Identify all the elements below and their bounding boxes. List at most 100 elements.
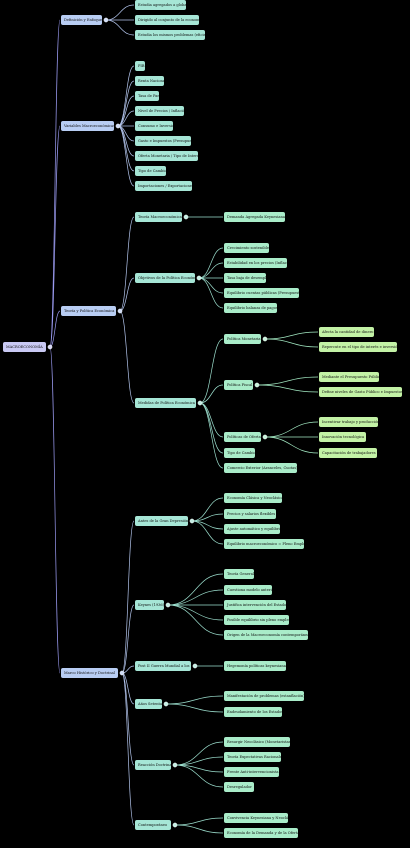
node-justifica-intervencion-del-estado[interactable]: Justifica intervención del Estado	[224, 600, 286, 610]
root-node-macroeconomia[interactable]: MACROECONOMÍA	[3, 342, 46, 352]
node-estudia-agregados-a-global[interactable]: Estudia agregados a global	[135, 0, 186, 10]
node-gasto-e-impuestos-presupuesto[interactable]: Gasto e Impuestos (Presupuesto)	[135, 136, 191, 146]
node-crecimiento-sostenible[interactable]: Crecimiento sostenible	[224, 243, 269, 253]
collapse-toggle-icon	[192, 663, 198, 669]
connector-line	[191, 520, 224, 545]
node-pib[interactable]: PIB	[135, 61, 145, 71]
node-hegemonia-politicas-keynesianas[interactable]: Hegemonía políticas keynesianas	[224, 661, 286, 671]
node-teoria-general[interactable]: Teoría General	[224, 569, 254, 579]
connector-line	[191, 513, 224, 522]
node-politica-monetaria[interactable]: Política Monetaria	[224, 334, 261, 344]
connector-line	[198, 262, 224, 279]
node-convivencia-keynesiana-y-neoclasica[interactable]: Convivencia Keynesiana y Neoclásica	[224, 813, 288, 823]
node-politica-fiscal[interactable]: Política Fiscal	[224, 380, 253, 390]
node-dirigido-al-conjunto-de-la-economia[interactable]: Dirigido al conjunto de la economía	[135, 15, 199, 25]
node-estabilidad-en-los-precios-inflacion[interactable]: Estabilidad en los precios (Inflación)	[224, 258, 287, 268]
collapse-toggle-icon	[47, 344, 53, 350]
node-capacitacion-de-trabajadores[interactable]: Capacitación de trabajadores	[319, 448, 377, 458]
collapse-toggle-icon	[183, 214, 189, 220]
node-endeudamiento-de-los-estados[interactable]: Endeudamiento de los Estados	[224, 707, 282, 717]
collapse-toggle-icon	[172, 822, 178, 828]
node-comercio-exterior-aranceles-cuotas[interactable]: Comercio Exterior (Aranceles, Cuotas)	[224, 463, 297, 473]
node-politicas-de-oferta[interactable]: Políticas de Oferta	[224, 432, 261, 442]
connector-line	[105, 19, 135, 36]
node-variables-macroeconomicas[interactable]: Variables Macroeconómicas	[61, 121, 114, 131]
connector-line	[167, 604, 224, 636]
node-medidas-de-politica-economica[interactable]: Medidas de Política Económica	[135, 398, 196, 408]
node-resurgir-neoclasico-monetaristas[interactable]: Resurgir Neoclásico (Monetaristas)	[224, 737, 290, 747]
node-tasa-baja-de-desempleo[interactable]: Tasa baja de desempleo	[224, 273, 266, 283]
connector-line	[117, 125, 135, 172]
node-contemporaneo[interactable]: Contemporáneo	[135, 820, 171, 830]
node-repercute-en-el-tipo-de-interes-e-invers[interactable]: Repercute en el tipo de interés e invers…	[319, 342, 397, 352]
connector-line	[121, 672, 135, 826]
node-teoria-expectativas-racionales[interactable]: Teoría Expectativas Racionales	[224, 752, 281, 762]
node-marco-historico-y-doctrinal[interactable]: Marco Histórico y Doctrinal	[61, 668, 118, 678]
node-tipo-de-cambio[interactable]: Tipo de Cambio	[135, 166, 166, 176]
connector-line	[121, 604, 135, 674]
connector-line	[117, 95, 135, 127]
connector-line	[264, 421, 319, 438]
node-equilibrio-balanza-de-pagos[interactable]: Equilibrio balanza de pagos	[224, 303, 277, 313]
node-tasa-de-paro[interactable]: Tasa de Paro	[135, 91, 159, 101]
node-estudia-los-mismos-problemas-eficiencia[interactable]: Estudia los mismos problemas (eficiencia…	[135, 30, 205, 40]
collapse-toggle-icon	[117, 308, 123, 314]
node-ajuste-automatico-y-equilibrio[interactable]: Ajuste automático y equilibrio	[224, 524, 280, 534]
connector-line	[165, 695, 224, 705]
node-nivel-de-precios-inflacion[interactable]: Nivel de Precios / Inflación	[135, 106, 184, 116]
node-teoria-macroeconomica[interactable]: Teoría Macroeconómica	[135, 212, 182, 222]
connector-line	[117, 125, 135, 187]
node-consumo-e-inversion[interactable]: Consumo e Inversión	[135, 121, 173, 131]
node-oferta-monetaria-tipo-de-interes[interactable]: Oferta Monetaria / Tipo de Interés	[135, 151, 198, 161]
node-origen-de-la-macroeconomia-contemporanea[interactable]: Origen de la Macroeconomía contemporánea	[224, 630, 308, 640]
connector-line	[49, 19, 61, 348]
connector-line	[264, 436, 319, 454]
connector-line	[167, 573, 224, 606]
connector-line	[198, 277, 224, 309]
node-economia-de-la-demanda-y-de-la-oferta[interactable]: Economía de la Demanda y de la Oferta	[224, 828, 298, 838]
node-reaccion-doctrinal[interactable]: Reacción Doctrinal	[135, 760, 171, 770]
node-incentivar-trabajo-y-produccion[interactable]: Incentivar trabajo y producción	[319, 417, 378, 427]
connector-line	[256, 376, 319, 386]
node-keynes-1936[interactable]: Keynes (1936)	[135, 600, 164, 610]
connector-line	[199, 402, 224, 438]
node-desregulador[interactable]: Desregulador	[224, 782, 254, 792]
node-innovacion-tecnologica[interactable]: Innovación tecnológica	[319, 432, 366, 442]
node-anos-setenta[interactable]: Años Setenta	[135, 699, 162, 709]
node-teoria-y-politica-economica[interactable]: Teoría y Política Económica	[61, 306, 116, 316]
node-frente-anti-intervencionista[interactable]: Frente Anti-intervencionista	[224, 767, 279, 777]
node-renta-nacional[interactable]: Renta Nacional	[135, 76, 164, 86]
node-mediante-el-presupuesto-publico[interactable]: Mediante el Presupuesto Público	[319, 372, 379, 382]
connector-line	[119, 310, 135, 404]
connector-line	[199, 338, 224, 404]
connector-line	[256, 384, 319, 393]
node-definicion-y-enfoque[interactable]: Definición y Enfoque	[61, 15, 102, 25]
node-economia-clasica-y-neoclasica[interactable]: Economía Clásica y Neoclásica	[224, 493, 282, 503]
connector-line	[121, 672, 135, 766]
node-cuestiona-modelo-anterior[interactable]: Cuestiona modelo anterior	[224, 585, 272, 595]
collapse-toggle-icon	[172, 762, 178, 768]
node-define-niveles-de-gasto-publico-e-impues[interactable]: Define niveles de Gasto Público e Impues…	[319, 387, 402, 397]
node-afecta-la-cantidad-de-dinero[interactable]: Afecta la cantidad de dinero	[319, 327, 374, 337]
connector-line	[199, 402, 224, 454]
connector-line	[49, 346, 61, 674]
node-manifestacion-de-problemas-estanflacion[interactable]: Manifestación de problemas (estanflación…	[224, 691, 304, 701]
connector-line	[117, 80, 135, 127]
node-antes-de-la-gran-depresion[interactable]: Antes de la Gran Depresión	[135, 516, 188, 526]
node-equilibrio-cuentas-publicas-presupuesto[interactable]: Equilibrio cuentas públicas (Presupuesto…	[224, 288, 299, 298]
node-precios-y-salarios-flexibles[interactable]: Precios y salarios flexibles	[224, 509, 276, 519]
node-equilibrio-macroeconomico-pleno-empleo[interactable]: Equilibrio macroeconómico = Pleno Empleo	[224, 539, 304, 549]
connector-line	[264, 331, 319, 340]
node-post-ii-guerra-mundial-a-los-70s[interactable]: Post II Guerra Mundial a los 70s	[135, 661, 191, 671]
collapse-toggle-icon	[262, 336, 268, 342]
node-tipo-de-cambio[interactable]: Tipo de Cambio	[224, 448, 255, 458]
connector-line	[198, 277, 224, 294]
node-posible-equilibrio-sin-pleno-empleo[interactable]: Posible equilibrio sin pleno empleo	[224, 615, 289, 625]
node-demanda-agregada-keynesiana[interactable]: Demanda Agregada Keynesiana	[224, 212, 285, 222]
collapse-toggle-icon	[189, 518, 195, 524]
connector-line	[198, 247, 224, 279]
connector-line	[191, 497, 224, 522]
collapse-toggle-icon	[119, 670, 125, 676]
node-importaciones-exportaciones[interactable]: Importaciones / Exportaciones	[135, 181, 192, 191]
node-objetivos-de-la-politica-economica[interactable]: Objetivos de la Política Económica	[135, 273, 195, 283]
